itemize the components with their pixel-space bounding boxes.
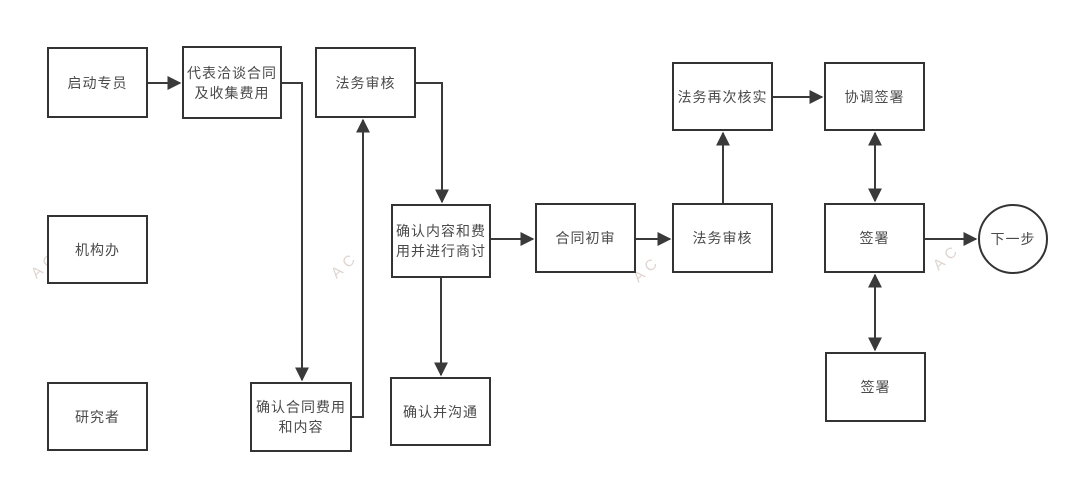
node-confirm-contract-fee-content: 确认合同费用 和内容 xyxy=(250,382,352,452)
node-institution-office: 机构办 xyxy=(47,215,148,284)
node-legal-review-2: 法务审核 xyxy=(672,203,773,273)
node-label: 机构办 xyxy=(75,241,120,258)
node-launch-specialist: 启动专员 xyxy=(47,47,148,118)
node-label: 法务审核 xyxy=(692,230,753,246)
node-label: 和内容 xyxy=(278,419,324,435)
node-label: 确认内容和费 xyxy=(396,223,486,239)
node-label: 代表洽谈合同 xyxy=(187,64,277,81)
node-legal-recheck: 法务再次核实 xyxy=(672,62,773,131)
node-confirm-and-communicate: 确认并沟通 xyxy=(390,377,491,446)
node-label: 确认并沟通 xyxy=(403,403,478,420)
node-sign-2: 签署 xyxy=(825,352,926,422)
node-label: 协调签署 xyxy=(844,88,905,105)
node-label: 签署 xyxy=(859,230,890,246)
node-label: 及收集费用 xyxy=(194,84,270,101)
node-label: 合同初审 xyxy=(555,230,616,246)
node-sign-1: 签署 xyxy=(824,203,925,273)
node-legal-review-1: 法务审核 xyxy=(315,47,416,118)
node-label: 签署 xyxy=(860,379,891,395)
node-confirm-content-fee-discuss: 确认内容和费 用并进行商讨 xyxy=(391,204,491,278)
connector-negotiate-to-confirm-contract xyxy=(282,82,309,382)
node-negotiate-contract: 代表洽谈合同 及收集费用 xyxy=(182,46,282,119)
node-contract-initial-review: 合同初审 xyxy=(535,203,636,273)
node-researcher: 研究者 xyxy=(47,382,148,451)
node-label: 研究者 xyxy=(75,408,120,425)
node-label: 法务再次核实 xyxy=(677,88,768,105)
node-label: 启动专员 xyxy=(67,74,128,91)
node-label: 法务审核 xyxy=(335,74,396,91)
connector-legal-review-1-to-confirm-discuss xyxy=(416,82,449,204)
node-label: 确认合同费用 xyxy=(256,399,346,415)
connector-confirm-contract-to-legal-review-1 xyxy=(352,118,370,418)
node-label: 用并进行商讨 xyxy=(396,243,486,259)
node-next-step: 下一步 xyxy=(978,204,1048,274)
node-label: 下一步 xyxy=(990,231,1036,247)
node-coordinate-signing: 协调签署 xyxy=(824,62,925,131)
